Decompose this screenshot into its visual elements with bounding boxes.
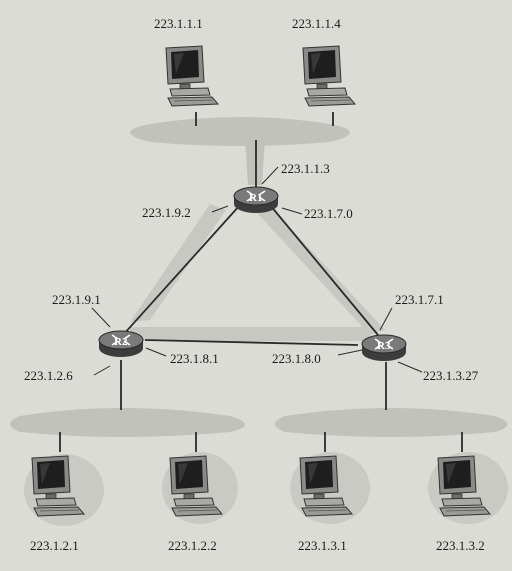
host-223-1-1-4[interactable] bbox=[302, 45, 356, 107]
interface-label: 223.1.3.27 bbox=[423, 368, 479, 383]
router-r2[interactable]: R2 bbox=[98, 330, 144, 358]
link-r1-r2 bbox=[122, 204, 241, 336]
router-r1-label: R1 bbox=[249, 192, 262, 204]
host-label: 223.1.2.2 bbox=[168, 538, 217, 553]
interface-label: 223.1.2.6 bbox=[24, 368, 73, 383]
interface-label: 223.1.9.2 bbox=[142, 205, 191, 220]
interface-label: 223.1.8.1 bbox=[170, 351, 219, 366]
router-r3[interactable]: R3 bbox=[361, 334, 407, 362]
link-r1-r3 bbox=[269, 204, 379, 336]
host-label: 223.1.3.1 bbox=[298, 538, 347, 553]
host-label: 223.1.1.4 bbox=[292, 16, 341, 31]
host-labels: 223.1.1.1 223.1.1.4 223.1.2.1 223.1.2.2 … bbox=[30, 16, 485, 553]
links bbox=[59, 112, 463, 452]
host-223-1-1-1[interactable] bbox=[165, 45, 219, 107]
interface-labels: 223.1.1.3 223.1.9.2 223.1.7.0 223.1.9.1 … bbox=[24, 161, 479, 383]
router-r1[interactable]: R1 bbox=[233, 186, 279, 214]
interface-leaders bbox=[91, 166, 423, 376]
router-r3-label: R3 bbox=[377, 340, 391, 352]
interface-label: 223.1.8.0 bbox=[272, 351, 321, 366]
host-label: 223.1.2.1 bbox=[30, 538, 79, 553]
subnet-shading bbox=[10, 117, 508, 526]
host-label: 223.1.1.1 bbox=[154, 16, 203, 31]
interface-label: 223.1.9.1 bbox=[52, 292, 101, 307]
router-r2-label: R2 bbox=[114, 336, 128, 348]
interface-label: 223.1.1.3 bbox=[281, 161, 330, 176]
interface-label: 223.1.7.1 bbox=[395, 292, 444, 307]
host-label: 223.1.3.2 bbox=[436, 538, 485, 553]
link-r2-r3 bbox=[144, 339, 359, 346]
interface-label: 223.1.7.0 bbox=[304, 206, 353, 221]
